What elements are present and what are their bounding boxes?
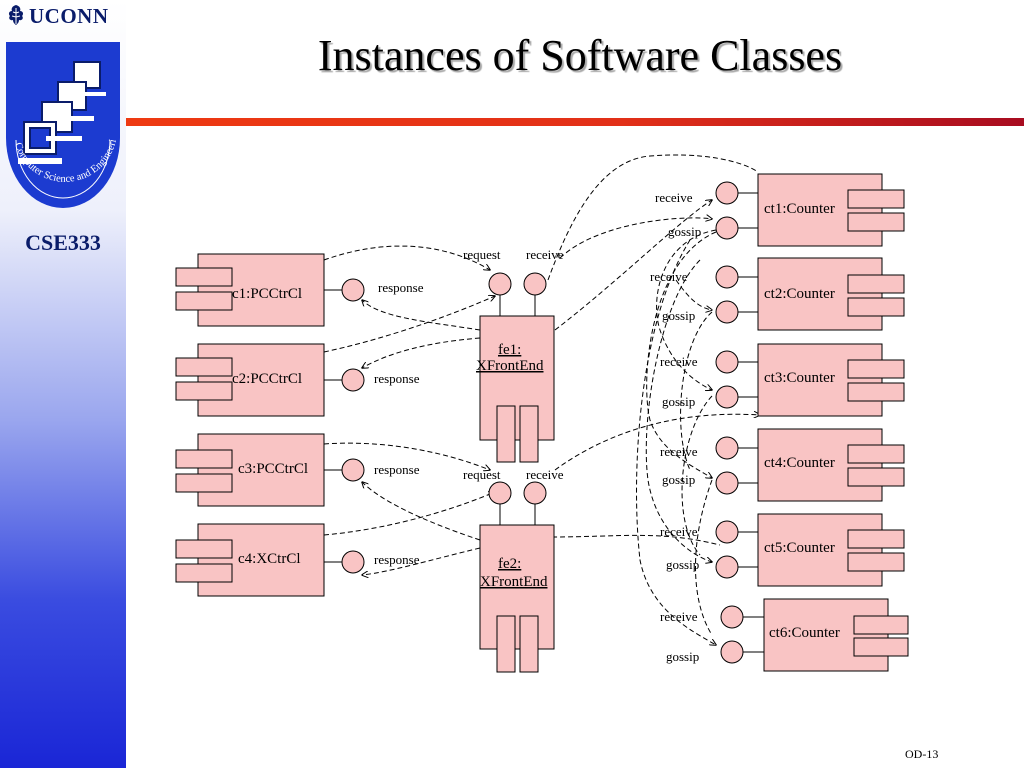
- port-label: response: [374, 371, 420, 386]
- c4-to-fe2-request: [323, 492, 495, 536]
- stacked-computers-icon: Computer Science and Engineering: [4, 40, 120, 208]
- oak-leaf-icon: [8, 5, 24, 25]
- port-label: response: [378, 280, 424, 295]
- fe1-to-c2-response: [362, 337, 481, 368]
- counter-label: ct2:Counter: [764, 286, 835, 302]
- port-label: receive: [660, 609, 698, 624]
- fe2-to-c3-response: [362, 482, 481, 541]
- client-c3[interactable]: c3:PCCtrCl response: [175, 433, 420, 507]
- client-c2[interactable]: c2:PCCtrCl response: [175, 343, 420, 417]
- gossip-ct1-ct4: [646, 231, 717, 478]
- fe1-to-ct1-receive: [554, 200, 712, 331]
- port-label: receive: [660, 444, 698, 459]
- ct1-to-fe1-receive: [559, 218, 712, 259]
- port-label: gossip: [666, 649, 699, 664]
- counter-ct1[interactable]: ct1:Counter receive gossip: [655, 173, 905, 247]
- frontend-label-line1: fe1:: [498, 342, 521, 358]
- port-label: response: [374, 552, 420, 567]
- client-label: c3:PCCtrCl: [238, 461, 308, 477]
- gossip-ct1-ct6: [636, 239, 716, 645]
- counter-label: ct3:Counter: [764, 370, 835, 386]
- counter-label: ct1:Counter: [764, 201, 835, 217]
- fe1-to-ct1: [547, 154, 759, 281]
- client-c1[interactable]: c1:PCCtrCl response: [175, 253, 424, 327]
- fe2-to-ct5: [551, 534, 721, 546]
- client-label: c2:PCCtrCl: [232, 371, 302, 387]
- counter-ct6[interactable]: ct6:Counter receive gossip: [660, 598, 909, 672]
- gossip-ct3-ct5: [681, 395, 713, 556]
- port-label: request: [463, 247, 501, 262]
- brand-name: UCONN: [29, 4, 109, 28]
- frontends: request receive fe1: XFrontEnd request r…: [463, 247, 564, 673]
- counter-ct3[interactable]: ct3:Counter receive gossip: [660, 343, 905, 417]
- c2-to-fe1-request: [323, 296, 495, 353]
- counter-ct5[interactable]: ct5:Counter receive gossip: [660, 513, 905, 587]
- brand: UCONN: [6, 4, 109, 29]
- frontend-label-line2: XFrontEnd: [480, 574, 548, 590]
- frontend-label-line1: fe2:: [498, 556, 521, 572]
- gossip-ct2: [675, 279, 712, 310]
- port-label: receive: [655, 190, 693, 205]
- port-label: gossip: [662, 308, 695, 323]
- message-paths: [323, 154, 760, 645]
- fe2-to-c4-response: [362, 547, 481, 575]
- frontend-label-line2: XFrontEnd: [476, 358, 544, 374]
- gossip-ct4-ct6: [695, 479, 713, 636]
- port-label: response: [374, 462, 420, 477]
- sidebar: UCONN Computer Science and Engineering C…: [0, 0, 126, 768]
- frontend-fe2[interactable]: request receive fe2: XFrontEnd: [463, 467, 564, 673]
- client-c4[interactable]: c4:XCtrCl response: [175, 523, 420, 597]
- gossip-ct1-ct5: [645, 259, 712, 562]
- port-label: receive: [526, 247, 564, 262]
- counter-ct4[interactable]: ct4:Counter receive gossip: [660, 428, 905, 502]
- gossip-ct1-ct3: [656, 229, 717, 390]
- port-label: receive: [526, 467, 564, 482]
- gossip-ct2-ct4: [680, 311, 713, 471]
- title-rule: [126, 118, 1024, 126]
- clients: c1:PCCtrCl response c2:PCCtrCl response …: [175, 253, 424, 597]
- port-label: gossip: [662, 394, 695, 409]
- port-label: gossip: [666, 557, 699, 572]
- frontend-fe1[interactable]: request receive fe1: XFrontEnd: [463, 247, 564, 463]
- counter-label: ct4:Counter: [764, 455, 835, 471]
- counter-label: ct6:Counter: [769, 625, 840, 641]
- port-label: receive: [660, 524, 698, 539]
- slide-number: OD-13: [905, 747, 939, 761]
- course-label: CSE333: [25, 230, 101, 255]
- port-label: gossip: [662, 472, 695, 487]
- counters: ct1:Counter receive gossip ct2:Counter r…: [650, 173, 909, 672]
- port-label: gossip: [668, 224, 701, 239]
- port-label: receive: [650, 269, 688, 284]
- client-label: c1:PCCtrCl: [232, 286, 302, 302]
- page-title: Instances of Software Classes: [317, 31, 843, 80]
- port-label: request: [463, 467, 501, 482]
- fe1-to-c1-response: [362, 300, 481, 331]
- ct4-to-fe2: [554, 414, 760, 471]
- counter-label: ct5:Counter: [764, 540, 835, 556]
- port-label: receive: [660, 354, 698, 369]
- client-label: c4:XCtrCl: [238, 551, 301, 567]
- c3-to-fe2-request: [323, 442, 490, 470]
- counter-ct2[interactable]: ct2:Counter receive gossip: [650, 257, 905, 331]
